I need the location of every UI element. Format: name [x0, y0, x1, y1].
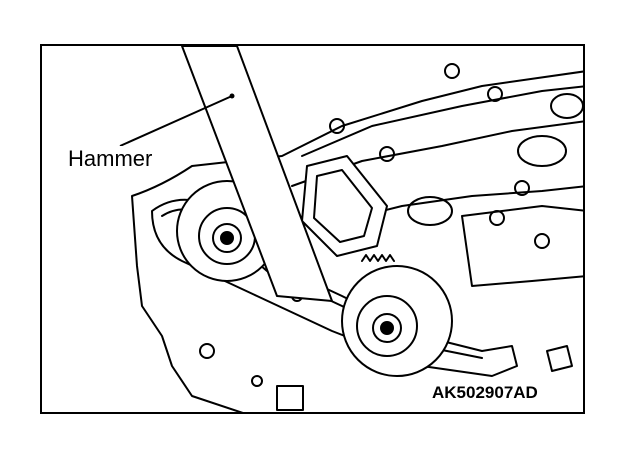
bolt-7 — [534, 233, 550, 249]
cam-sprocket-left-hub — [212, 223, 242, 253]
cam-cup-2 — [517, 135, 567, 167]
bolt-4 — [487, 86, 503, 102]
bolt-5 — [514, 180, 530, 196]
callout-leader-line — [119, 95, 233, 147]
cover-hole-3 — [251, 375, 263, 387]
chain-guide-inner — [313, 169, 373, 243]
head-cover-block — [461, 205, 583, 287]
bolt-2 — [379, 146, 395, 162]
cam-sprocket-right-hub — [372, 313, 402, 343]
cam-sprocket-right-mid — [356, 295, 418, 357]
cam-sprocket-right-outer — [341, 265, 453, 377]
cam-cup-3 — [550, 93, 583, 119]
callout-leader-dot — [229, 93, 235, 99]
bolt-3 — [444, 63, 460, 79]
engine-timing-illustration — [119, 46, 583, 412]
bolt-6 — [489, 210, 505, 226]
cam-sprocket-right-bolt — [380, 321, 394, 335]
sensor-fitting — [546, 345, 573, 372]
cover-rect-boss — [276, 385, 304, 411]
hammer-callout-label: Hammer — [66, 146, 155, 172]
sprocket-teeth — [361, 254, 395, 262]
chain-cover-rim — [151, 198, 518, 377]
camshaft-housing — [301, 85, 583, 157]
hammer-handle — [181, 46, 333, 302]
cam-sprocket-left-bolt — [220, 231, 234, 245]
engine-diagram-frame — [40, 44, 585, 414]
bolt-1 — [329, 118, 345, 134]
cam-cup-1 — [407, 196, 453, 226]
cover-hole-1 — [199, 343, 215, 359]
figure-code-label: AK502907AD — [430, 382, 540, 404]
